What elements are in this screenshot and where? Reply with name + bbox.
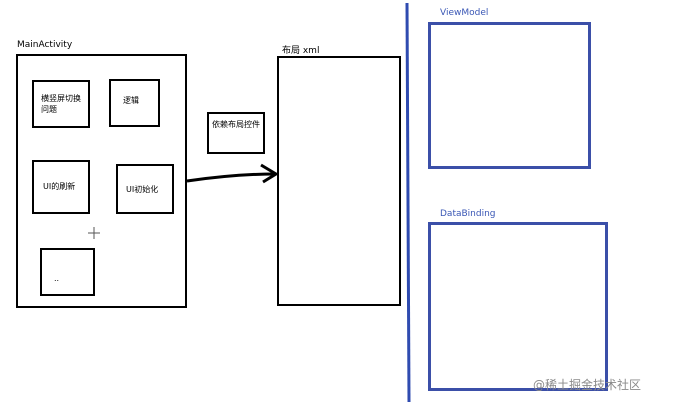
ui-refresh-box <box>32 160 90 214</box>
ellipsis-box <box>40 248 95 296</box>
dependency-arrow-head <box>260 163 279 184</box>
databinding-box <box>428 222 608 391</box>
dependency-arrow <box>186 172 276 183</box>
ellipsis-label: .. <box>54 274 60 283</box>
watermark: @稀土掘金技术社区 <box>533 378 642 392</box>
viewmodel-title: ViewModel <box>440 8 489 18</box>
ui-init-box <box>116 164 174 214</box>
ui-refresh-label: UI的刷新 <box>43 182 76 191</box>
main-activity-box <box>16 54 187 308</box>
layout-xml-title: 布局 xml <box>282 46 320 56</box>
dependency-label: 依赖布局控件 <box>212 120 260 129</box>
vertical-divider <box>405 2 411 403</box>
main-activity-title: MainActivity <box>17 40 73 50</box>
logic-box <box>109 79 160 127</box>
orientation-change-label: 横竖屏切换 问题 <box>41 94 81 114</box>
layout-xml-box <box>277 56 401 306</box>
crosshair-cursor-icon <box>88 227 100 239</box>
dependency-box <box>207 112 265 154</box>
viewmodel-box <box>428 22 591 169</box>
logic-label: 逻辑 <box>123 96 139 105</box>
orientation-change-box <box>32 80 90 128</box>
databinding-title: DataBinding <box>440 209 496 219</box>
ui-init-label: UI初始化 <box>126 185 159 194</box>
